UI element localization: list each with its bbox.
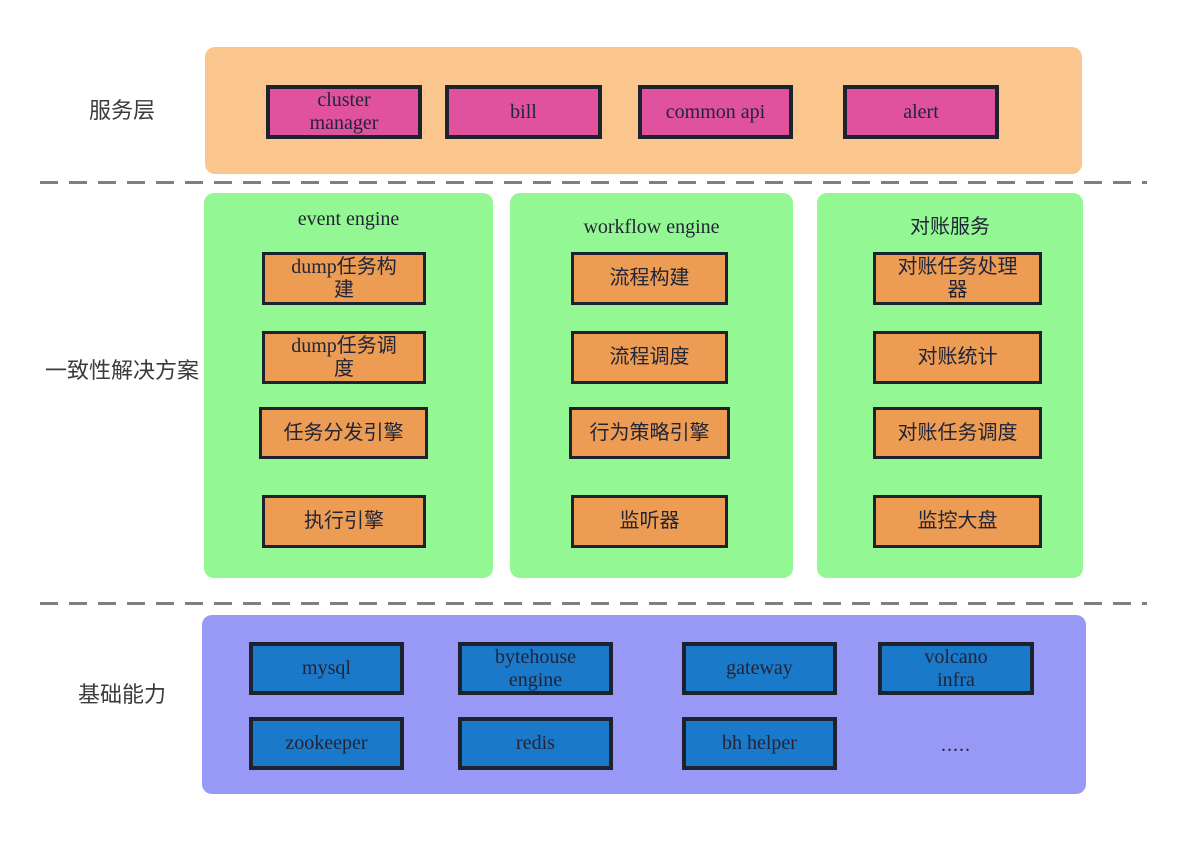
box-volcano-infra: volcano infra bbox=[878, 642, 1034, 695]
service-box-cluster-manager: cluster manager bbox=[266, 85, 422, 139]
box-recon-stats: 对账统计 bbox=[873, 331, 1042, 384]
box-flow-schedule: 流程调度 bbox=[571, 331, 728, 384]
box-behavior-policy-engine: 行为策略引擎 bbox=[569, 407, 730, 459]
infra-layer-label: 基础能力 bbox=[77, 682, 166, 707]
box-gateway: gateway bbox=[682, 642, 837, 695]
box-recon-task-processor: 对账任务处理 器 bbox=[873, 252, 1042, 305]
box-recon-task-schedule: 对账任务调度 bbox=[873, 407, 1042, 459]
consistency-layer-label: 一致性解决方案 bbox=[44, 358, 199, 383]
box-flow-build: 流程构建 bbox=[571, 252, 728, 305]
service-box-common-api: common api bbox=[638, 85, 793, 139]
box-listener: 监听器 bbox=[571, 495, 728, 548]
service-layer-label: 服务层 bbox=[88, 98, 155, 123]
box-zookeeper: zookeeper bbox=[249, 717, 404, 770]
workflow-engine-title: workflow engine bbox=[583, 216, 720, 238]
box-redis: redis bbox=[458, 717, 613, 770]
recon-service-title: 对账服务 bbox=[910, 216, 990, 238]
box-dump-task-build: dump任务构 建 bbox=[262, 252, 426, 305]
box-dump-task-schedule: dump任务调 度 bbox=[262, 331, 426, 384]
box-bh-helper: bh helper bbox=[682, 717, 837, 770]
service-box-alert: alert bbox=[843, 85, 999, 139]
box-task-dispatch-engine: 任务分发引擎 bbox=[259, 407, 428, 459]
service-box-bill: bill bbox=[445, 85, 602, 139]
more-infra-ellipsis: ..... bbox=[941, 733, 971, 756]
box-monitor-dashboard: 监控大盘 bbox=[873, 495, 1042, 548]
event-engine-title: event engine bbox=[297, 208, 400, 230]
box-mysql: mysql bbox=[249, 642, 404, 695]
box-exec-engine: 执行引擎 bbox=[262, 495, 426, 548]
box-bytehouse-engine: bytehouse engine bbox=[458, 642, 613, 695]
separator-line-1 bbox=[40, 181, 1147, 184]
separator-line-2 bbox=[40, 602, 1147, 605]
